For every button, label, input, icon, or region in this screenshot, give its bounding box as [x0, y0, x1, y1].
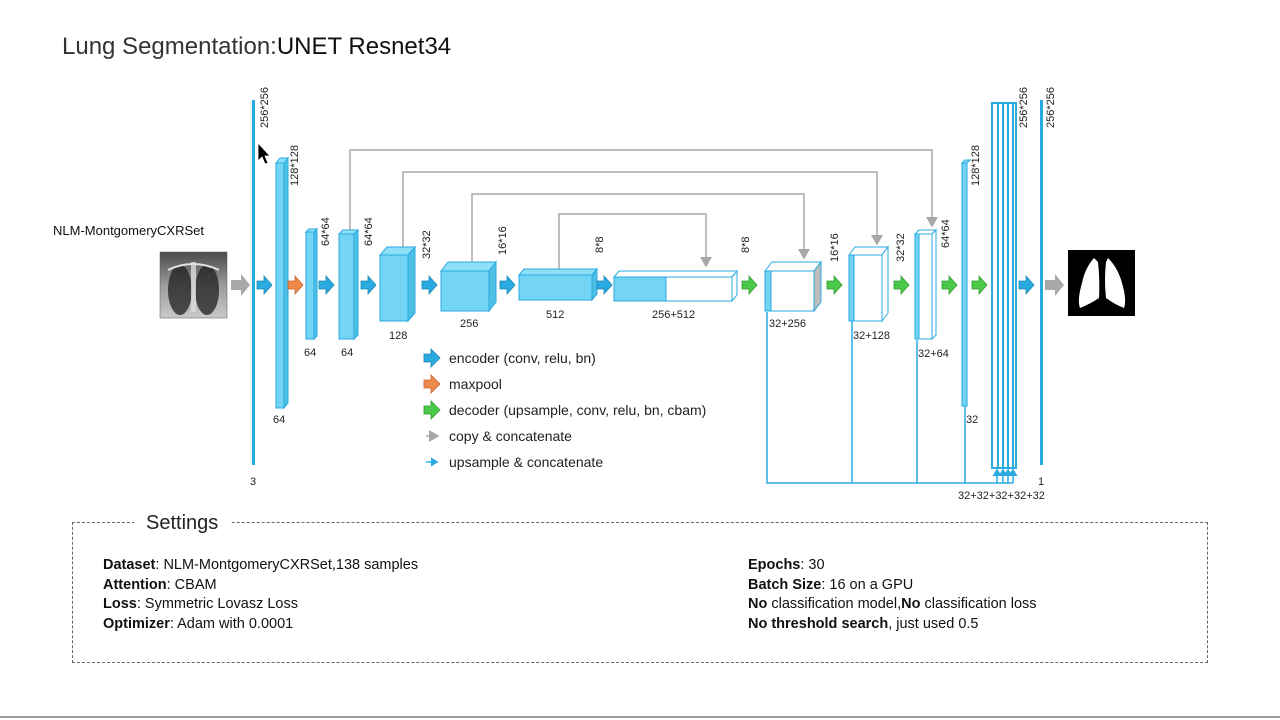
encoder-blocks — [252, 100, 739, 465]
copy-connections — [349, 149, 938, 270]
skip-64-line — [349, 149, 938, 232]
label-r8b: 8*8 — [740, 236, 752, 253]
green-arrow-icon — [826, 274, 843, 296]
gray-output-arrow-icon — [1045, 274, 1064, 296]
enc-64a-block — [304, 227, 319, 341]
bottom-divider — [0, 716, 1280, 718]
label-r128: 128*128 — [289, 145, 301, 186]
enc-128c-block — [378, 245, 417, 323]
label-r16: 16*16 — [497, 226, 509, 255]
output-lung-mask — [1068, 250, 1135, 316]
label-r32: 32*32 — [421, 230, 433, 259]
dec-256-stack — [991, 102, 1017, 469]
label-out-res: 256*256 — [1045, 87, 1057, 128]
label-out-ch: 1 — [1038, 476, 1044, 488]
blue-arrow-icon — [1018, 274, 1035, 296]
setting-optimizer: Optimizer: Adam with 0.0001 — [103, 615, 294, 632]
label-d-r256: 256*256 — [1018, 87, 1030, 128]
legend-upsample-label: upsample & concatenate — [449, 454, 603, 470]
mid-256-512-block — [612, 269, 739, 303]
legend-maxpool-label: maxpool — [449, 376, 502, 392]
setting-dataset: Dataset: NLM-MontgomeryCXRSet,138 sample… — [103, 557, 419, 573]
flow-arrows — [231, 274, 1064, 296]
setting-threshold: No threshold search, just used 0.5 — [748, 615, 979, 632]
input-xray-image — [159, 251, 228, 319]
label-d-c32: 32 — [966, 414, 978, 426]
blue-arrow-icon — [499, 274, 516, 296]
setting-classification: No classification model,No classificatio… — [748, 596, 1037, 612]
setting-batch-size: Batch Size: 16 on a GPU — [748, 576, 914, 593]
label-c64c: 64 — [341, 347, 353, 359]
label-d-c32-128: 32+128 — [853, 330, 890, 342]
mouse-cursor-icon — [257, 141, 271, 165]
skip-128-line — [402, 171, 883, 248]
settings-right-column: Epochs: 30 Batch Size: 16 on a GPU No cl… — [748, 556, 1037, 634]
label-c256-512: 256+512 — [652, 309, 695, 321]
label-c64a: 64 — [273, 414, 285, 426]
output-layer-bar — [1040, 100, 1043, 465]
gray-input-arrow-icon — [231, 274, 250, 296]
settings-box — [72, 522, 1208, 663]
input-layer-bar — [252, 100, 255, 465]
dec-16-block — [763, 260, 823, 313]
legend-encoder-icon — [423, 348, 441, 368]
blue-arrow-icon — [318, 274, 335, 296]
skip-256-line — [471, 193, 810, 262]
dec-32-block — [848, 245, 889, 323]
dataset-label: NLM-MontgomeryCXRSet — [53, 223, 204, 238]
label-d-r16: 16*16 — [829, 233, 841, 262]
legend-copy-label: copy & concatenate — [449, 428, 572, 444]
label-concat-sum: 32+32+32+32+32 — [958, 490, 1045, 502]
blue-arrow-icon — [421, 274, 438, 296]
label-d-c32-64: 32+64 — [918, 348, 949, 360]
label-d-r32: 32*32 — [895, 233, 907, 262]
legend: encoder (conv, relu, bn) maxpool decoder… — [423, 348, 706, 470]
label-c128: 128 — [389, 330, 407, 342]
green-arrow-icon — [893, 274, 910, 296]
title-prefix: Lung Segmentation: — [62, 33, 277, 60]
settings-heading: Settings — [134, 512, 231, 535]
label-c512: 512 — [546, 309, 564, 321]
blue-arrow-icon — [360, 274, 377, 296]
green-arrow-icon — [741, 274, 758, 296]
green-arrow-icon — [941, 274, 958, 296]
enc-512-block — [517, 267, 599, 302]
decoder-blocks — [763, 100, 1043, 469]
label-d-r128: 128*128 — [970, 145, 982, 186]
setting-attention: Attention: CBAM — [103, 576, 217, 593]
label-r64b: 64*64 — [363, 217, 375, 246]
label-c256: 256 — [460, 318, 478, 330]
label-input-ch: 3 — [250, 476, 256, 488]
setting-loss: Loss: Symmetric Lovasz Loss — [103, 596, 299, 612]
enc-128-block — [274, 156, 290, 410]
green-arrow-icon — [971, 274, 988, 296]
title-main: UNET Resnet34 — [276, 33, 452, 60]
label-c64b: 64 — [304, 347, 316, 359]
dec-128-block — [960, 159, 972, 407]
upsample-connections — [766, 312, 1018, 484]
legend-maxpool-icon — [423, 374, 441, 394]
label-r8: 8*8 — [594, 236, 606, 253]
legend-decoder-label: decoder (upsample, conv, relu, bn, cbam) — [449, 402, 706, 418]
blue-arrow-icon — [256, 274, 273, 296]
label-input-res: 256*256 — [259, 87, 271, 128]
enc-256-block — [439, 260, 498, 313]
legend-encoder-label: encoder (conv, relu, bn) — [449, 350, 596, 366]
settings-left-column: Dataset: NLM-MontgomeryCXRSet,138 sample… — [103, 556, 418, 634]
legend-decoder-icon — [423, 400, 441, 420]
dec-64-block — [913, 228, 938, 341]
label-d-r64: 64*64 — [940, 219, 952, 248]
blue-arrow-icon — [596, 274, 613, 296]
label-d-c32-256: 32+256 — [769, 318, 806, 330]
skip-512-line — [558, 213, 712, 270]
label-r64a: 64*64 — [320, 217, 332, 246]
enc-64b-block — [337, 228, 360, 341]
setting-epochs: Epochs: 30 — [748, 557, 825, 573]
orange-arrow-icon — [287, 274, 304, 296]
unet-diagram: NLM-MontgomeryCXRSet — [53, 87, 1135, 502]
page-title: Lung Segmentation:UNET Resnet34 — [62, 33, 451, 61]
